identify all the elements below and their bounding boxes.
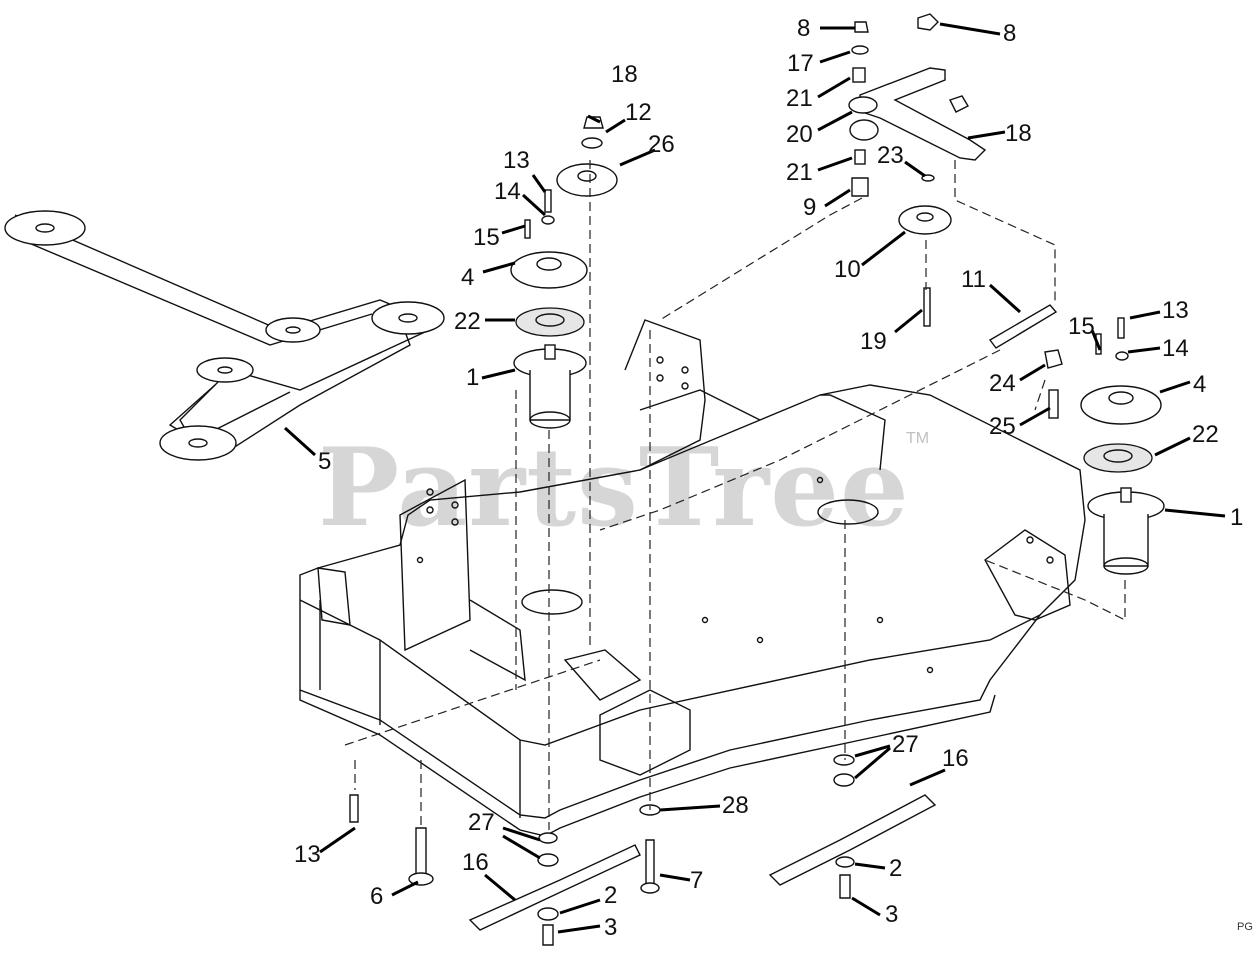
callout-23: 23: [877, 142, 904, 169]
right-spindle-assembly: [1080, 317, 1165, 575]
callout-19: 19: [860, 328, 887, 355]
callout-22-right: 22: [1192, 421, 1219, 448]
callout-21-bottom: 21: [786, 159, 813, 186]
washer-14-right: [1115, 351, 1129, 361]
callout-11: 11: [961, 266, 986, 293]
washer-27-left-top: [538, 832, 558, 844]
callout-26: 26: [648, 131, 675, 158]
washer-12: [581, 137, 603, 149]
watermark-trademark: TM: [906, 430, 929, 447]
callout-2-right: 2: [889, 855, 902, 882]
callout-14-right: 14: [1162, 335, 1189, 362]
corner-code: PG: [1237, 921, 1253, 933]
bolt-13-left: [544, 189, 552, 213]
callout-20: 20: [786, 121, 813, 148]
idler-pulley-10: [898, 205, 952, 235]
callout-17: 17: [787, 50, 814, 77]
bolt-25: [1048, 389, 1059, 419]
callout-14-left: 14: [494, 178, 521, 205]
blade-hardware: [349, 754, 937, 946]
mower-deck-housing: [299, 319, 1086, 837]
idler-arm-assembly: [848, 13, 1063, 419]
callout-1-right: 1: [1230, 504, 1243, 531]
nut-8-top: [917, 13, 939, 31]
callout-8-right: 8: [1003, 20, 1016, 47]
bolt-3-right: [839, 874, 851, 899]
bolt-7: [645, 839, 655, 886]
callout-7: 7: [690, 867, 703, 894]
callout-25: 25: [989, 413, 1016, 440]
callout-18-left: 18: [611, 61, 638, 88]
callout-5: 5: [318, 448, 331, 475]
watermark-text: PartsTree: [318, 425, 910, 551]
callout-12: 12: [625, 99, 652, 126]
bushing-21-bottom: [854, 149, 866, 165]
blade-16-left: [468, 844, 641, 931]
callout-16-left: 16: [462, 849, 489, 876]
washer-27-right-top: [833, 754, 855, 766]
callout-18-right: 18: [1005, 120, 1032, 147]
callout-13-lower: 13: [294, 841, 321, 868]
callout-13-right: 13: [1162, 297, 1189, 324]
spindle-pulley-4-right: [1080, 385, 1162, 425]
idler-arm-20: [859, 67, 987, 161]
blade-16-right: [768, 794, 937, 886]
washer-17: [851, 45, 869, 55]
nut-18-right: [949, 95, 969, 113]
callout-2-left: 2: [604, 882, 617, 909]
callout-3-right: 3: [885, 901, 898, 928]
callout-22-left: 22: [454, 308, 481, 335]
nut-8-left: [854, 21, 869, 33]
callout-3-left: 3: [604, 914, 617, 941]
callout-27-right: 27: [892, 731, 919, 758]
idler-pulley-26: [556, 163, 618, 197]
belt-pulley-idler: [196, 357, 254, 383]
bolt-3-left: [542, 924, 554, 946]
belt-pulley-front: [159, 425, 237, 461]
spacer-22-left: [515, 307, 585, 337]
callout-13-left: 13: [503, 147, 530, 174]
callout-9: 9: [803, 194, 816, 221]
washer-23: [921, 174, 935, 182]
left-spindle-assembly: [510, 116, 618, 429]
washer-27-left-bottom: [537, 853, 559, 867]
washer-27-right-bottom: [833, 773, 855, 787]
callout-27-left: 27: [468, 809, 495, 836]
bushing-21-top: [852, 67, 866, 83]
spacer-9: [851, 177, 869, 197]
washer-2-left: [537, 907, 559, 921]
callout-15-right: 15: [1068, 313, 1095, 340]
bolt-6: [415, 827, 427, 876]
key-15-left: [524, 219, 531, 239]
spring-11: [988, 304, 1058, 349]
callout-6: 6: [370, 883, 383, 910]
callout-4-right: 4: [1193, 371, 1206, 398]
callout-leaders: [283, 22, 1226, 934]
belt-pulley-rear: [4, 210, 86, 246]
bolt-13-right: [1117, 317, 1125, 339]
callout-16-right: 16: [942, 745, 969, 772]
callout-24: 24: [989, 370, 1016, 397]
washer-2-right: [835, 856, 855, 868]
spacer-22-right: [1083, 443, 1153, 473]
callout-numbers: 8 8 17 21 20 21 9 23 10 11 19 18 24 25 1…: [294, 15, 1243, 941]
callout-15-left: 15: [473, 224, 500, 251]
assembly-centerlines: [344, 160, 1126, 830]
callout-1-left: 1: [466, 364, 479, 391]
belt-pulley-right: [371, 301, 445, 335]
callout-28: 28: [722, 792, 749, 819]
washer-14-left: [541, 215, 555, 225]
callout-21-top: 21: [786, 85, 813, 112]
drive-belt: [4, 210, 445, 461]
nut-24: [1044, 349, 1063, 369]
bolt-19: [923, 287, 931, 327]
callout-4-left: 4: [461, 264, 474, 291]
belt-pulley-mid: [265, 317, 321, 343]
bolt-13-lower: [349, 794, 359, 823]
callout-10: 10: [834, 256, 861, 283]
callout-8-left: 8: [797, 15, 810, 42]
